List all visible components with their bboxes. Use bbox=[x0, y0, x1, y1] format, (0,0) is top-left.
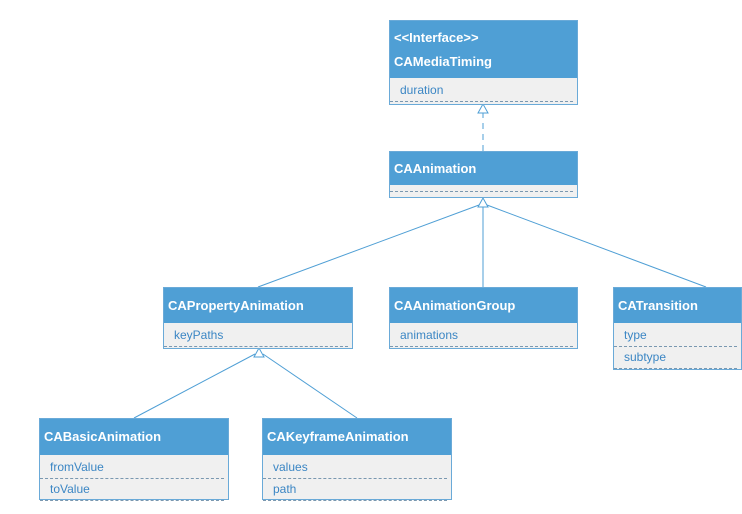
class-name: CABasicAnimation bbox=[44, 429, 162, 444]
class-name: CAMediaTiming bbox=[394, 53, 492, 69]
class-attributes: values path bbox=[263, 455, 451, 501]
class-stereotype: <<Interface>> bbox=[394, 29, 479, 45]
class-caanimation[interactable]: CAAnimation bbox=[389, 151, 578, 198]
class-name: CAAnimation bbox=[394, 160, 477, 176]
class-separator bbox=[390, 185, 573, 192]
class-attribute: fromValue bbox=[40, 458, 224, 479]
generalization-line bbox=[262, 353, 358, 419]
class-capropertyanimation[interactable]: CAPropertyAnimation keyPaths bbox=[163, 287, 353, 349]
class-name: CATransition bbox=[618, 297, 698, 313]
class-header: CAAnimation bbox=[390, 152, 577, 185]
class-header: <<Interface>> CAMediaTiming bbox=[390, 21, 577, 78]
class-cakeyframeanimation[interactable]: CAKeyframeAnimation values path bbox=[262, 418, 452, 501]
class-attribute: animations bbox=[390, 326, 573, 347]
class-caanimationgroup[interactable]: CAAnimationGroup animations bbox=[389, 287, 578, 349]
class-header: CATransition bbox=[614, 288, 741, 323]
class-cabasicanimation[interactable]: CABasicAnimation fromValue toValue bbox=[39, 418, 229, 501]
class-name: CAKeyframeAnimation bbox=[267, 429, 409, 444]
class-attributes: animations bbox=[390, 323, 577, 347]
generalization-arrowhead bbox=[477, 196, 489, 208]
generalization-arrowhead bbox=[253, 346, 265, 358]
generalization-line bbox=[133, 353, 256, 419]
class-attribute: toValue bbox=[40, 480, 224, 501]
class-header: CAPropertyAnimation bbox=[164, 288, 352, 323]
class-attributes: duration bbox=[390, 78, 577, 102]
class-header: CAKeyframeAnimation bbox=[263, 419, 451, 455]
generalization-line bbox=[486, 204, 707, 288]
class-attributes: type subtype bbox=[614, 323, 741, 369]
class-attributes: fromValue toValue bbox=[40, 455, 228, 501]
class-attribute: duration bbox=[390, 81, 573, 102]
class-name: CAAnimationGroup bbox=[394, 297, 516, 313]
class-attribute: values bbox=[263, 458, 447, 479]
generalization-line bbox=[257, 204, 480, 288]
class-attribute: type bbox=[614, 326, 737, 347]
class-attributes: keyPaths bbox=[164, 323, 352, 347]
class-attribute: keyPaths bbox=[164, 326, 348, 347]
class-header: CAAnimationGroup bbox=[390, 288, 577, 323]
class-attribute: path bbox=[263, 480, 447, 501]
realization-arrowhead bbox=[477, 102, 489, 114]
class-attribute: subtype bbox=[614, 348, 737, 369]
class-header: CABasicAnimation bbox=[40, 419, 228, 455]
class-name: CAPropertyAnimation bbox=[168, 297, 304, 313]
class-camediatiming[interactable]: <<Interface>> CAMediaTiming duration bbox=[389, 20, 578, 105]
class-catransition[interactable]: CATransition type subtype bbox=[613, 287, 742, 370]
